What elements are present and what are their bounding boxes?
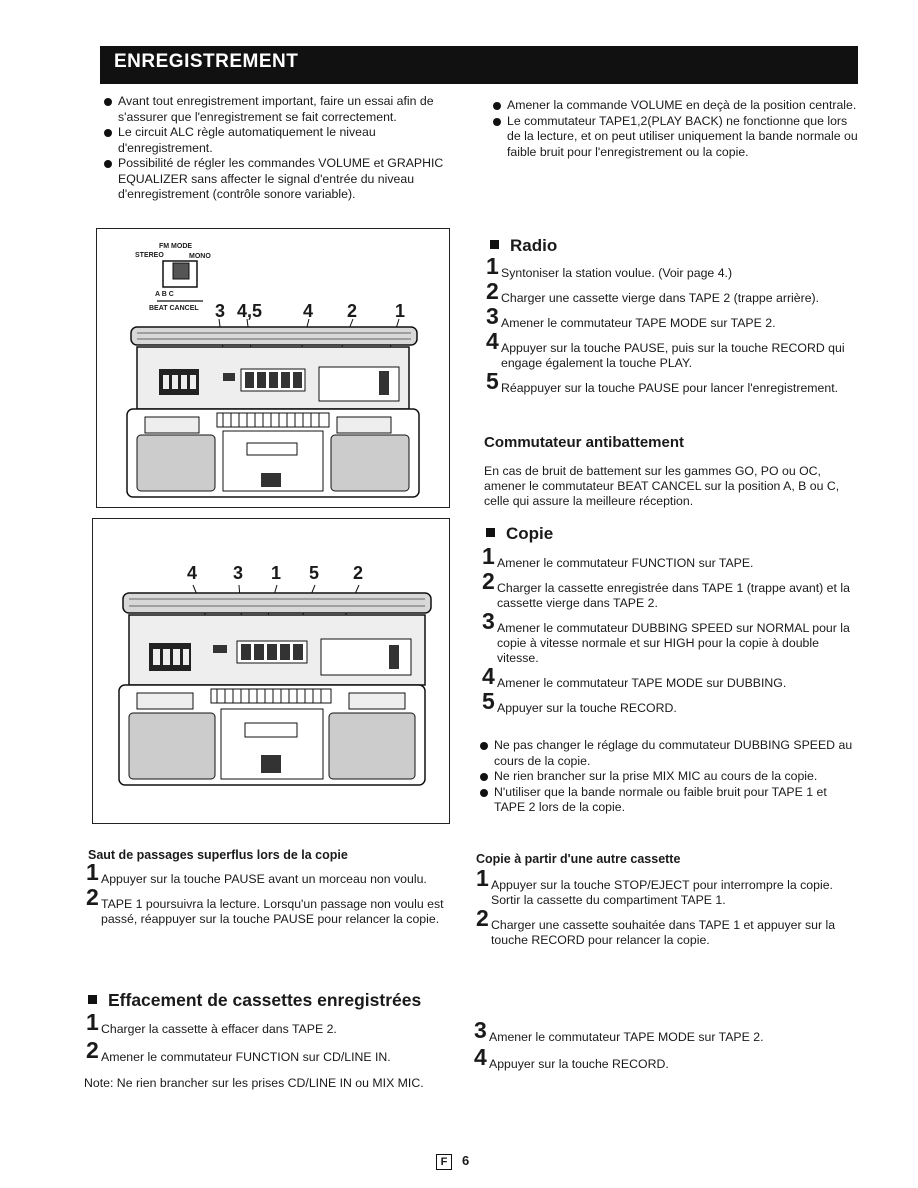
callout-1: 1 [395,301,406,321]
section-header-bar: ENREGISTREMENT [100,46,858,84]
callout-4: 4 [187,563,198,583]
square-bullet-icon [88,994,97,1004]
list-item: Amener la commande VOLUME en deçà de la … [493,98,858,114]
figure-dubbing: 4 3 1 5 2 [92,518,450,824]
abc-label: A B C [155,291,174,298]
list-item: Ne pas changer le réglage du commutateur… [480,738,856,769]
effacement-heading: Effacement de cassettes enregistrées [88,990,421,1011]
boombox-illustration-1 [126,260,420,498]
stereo-label: STEREO [135,252,164,259]
list-item: Avant tout enregistrement important, fai… [104,94,466,125]
autre-heading: Copie à partir d'une autre cassette [476,852,681,866]
intro-right-list: Amener la commande VOLUME en deçà de la … [493,98,858,160]
fm-mode-label: FM MODE [159,243,193,250]
list-item: N'utiliser que la bande normale ou faibl… [480,785,856,816]
square-bullet-icon [490,240,499,250]
list-item: Possibilité de régler les commandes VOLU… [104,156,466,203]
list-item: Ne rien brancher sur la prise MIX MIC au… [480,769,856,785]
page-number: 6 [462,1153,470,1168]
radio-heading: Radio [490,236,557,256]
square-bullet-icon [486,528,495,538]
section-title: ENREGISTREMENT [114,51,299,72]
antibattement-text: En cas de bruit de battement sur les gam… [484,464,840,508]
beat-cancel-label: BEAT CANCEL [149,305,199,312]
mono-label: MONO [189,253,211,260]
radio-title: Radio [510,236,558,255]
callout-2: 2 [347,301,358,321]
effacement-note: Note: Ne rien brancher sur les prises CD… [84,1076,424,1090]
callout-5: 5 [309,563,320,583]
callout-4-5: 4,5 [237,301,263,321]
callout-1: 1 [271,563,282,583]
list-item: Le circuit ALC règle automatiquement le … [104,125,466,156]
copie-heading: Copie [486,524,553,544]
copie-title: Copie [506,524,554,543]
figure-radio-recording: FM MODE STEREO MONO A B C BEAT CANCEL 3 … [96,228,450,508]
boombox-illustration-2 [118,584,432,786]
antibattement-heading: Commutateur antibattement [484,434,685,451]
list-item: Le commutateur TAPE1,2(PLAY BACK) ne fon… [493,114,858,161]
copie-notes: Ne pas changer le réglage du commutateur… [480,738,856,816]
callout-2: 2 [353,563,364,583]
intro-left-list: Avant tout enregistrement important, fai… [104,94,466,203]
effacement-title: Effacement de cassettes enregistrées [108,990,422,1010]
saut-heading: Saut de passages superflus lors de la co… [88,848,348,862]
callout-4: 4 [303,301,314,321]
callout-3: 3 [233,563,244,583]
language-badge: F [436,1154,452,1170]
callout-3: 3 [215,301,226,321]
